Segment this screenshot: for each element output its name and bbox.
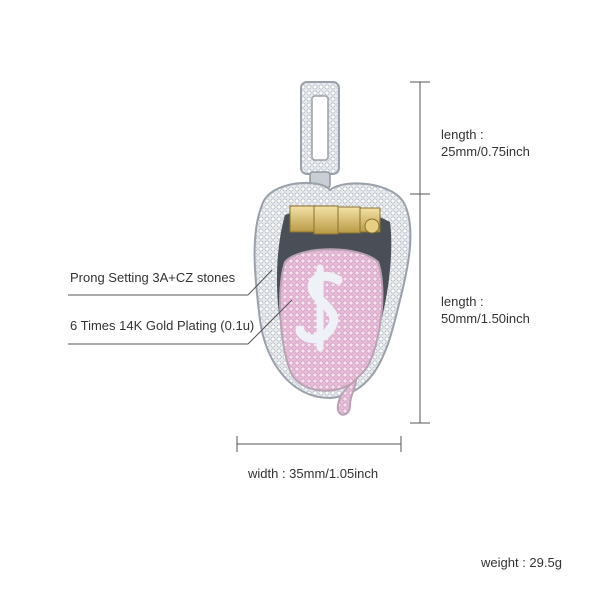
prong-setting-label: Prong Setting 3A+CZ stones (70, 270, 236, 285)
callout-lines (68, 269, 293, 345)
width-label: width : 35mm/1.05inch (248, 466, 379, 481)
length-top-title: length : (441, 127, 484, 142)
gold-teeth (289, 205, 381, 235)
width-dimension-line (236, 436, 402, 452)
pink-tongue (279, 248, 384, 416)
gold-plating-label: 6 Times 14K Gold Plating (0.1u) (70, 318, 255, 333)
length-top-value: 25mm/0.75inch (441, 144, 530, 159)
weight-label: weight : 29.5g (481, 555, 562, 570)
bail (300, 81, 340, 189)
length-bottom-title: length : (441, 294, 484, 309)
height-dimension-lines (410, 81, 430, 424)
length-bottom-value: 50mm/1.50inch (441, 311, 530, 326)
